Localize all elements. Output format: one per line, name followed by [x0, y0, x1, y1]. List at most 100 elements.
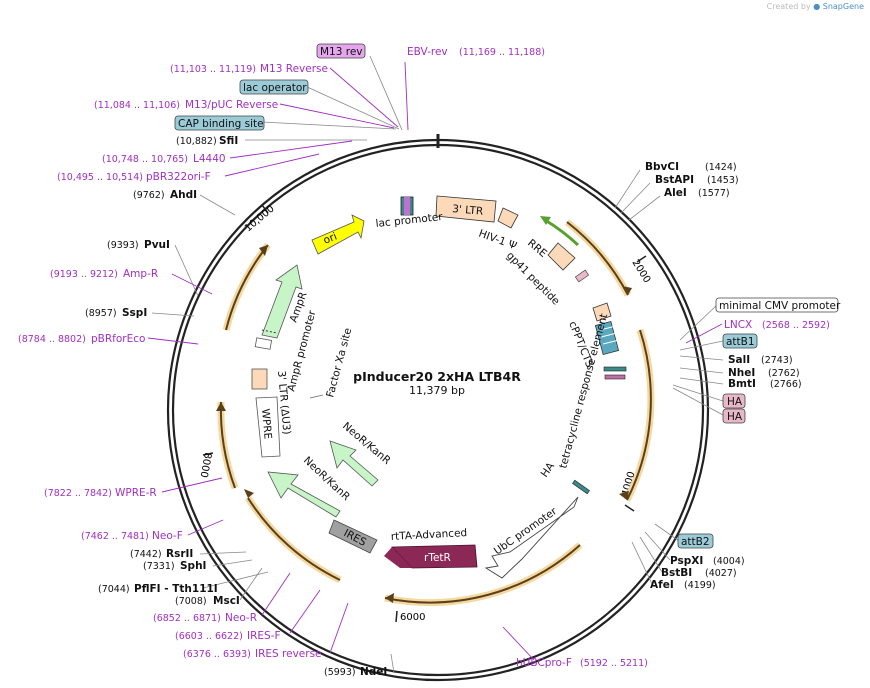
- primer-label: Neo-F: [152, 530, 183, 542]
- site-position: (7331): [143, 561, 175, 572]
- site-position: (9393): [107, 240, 139, 251]
- box-label-cap-binding-site: CAP binding site: [174, 115, 265, 131]
- primer-label: hUBCpro-F: [516, 657, 572, 669]
- tick-label: 6000: [400, 612, 425, 623]
- plasmid-size: 11,379 bp: [409, 384, 465, 397]
- primer-label: Neo-R: [225, 612, 257, 624]
- site-label: MscI: [213, 595, 240, 607]
- primer-label: M13 Reverse: [260, 63, 328, 75]
- site-position: (9762): [133, 190, 165, 201]
- svg-text:M13 rev: M13 rev: [320, 46, 363, 58]
- feature-label: RRE: [525, 237, 549, 260]
- site-position: (10,882): [176, 136, 217, 147]
- primer-position: (6852 .. 6871): [153, 613, 221, 624]
- credit-brand: SnapGene: [822, 2, 864, 11]
- site-label: PspXI: [670, 555, 703, 567]
- site-label: SspI: [122, 307, 147, 319]
- credit-prefix: Created by: [766, 2, 811, 11]
- site-label: BmtI: [728, 378, 756, 390]
- svg-text:HA: HA: [727, 396, 743, 408]
- feature-label: WPRE: [259, 408, 274, 440]
- site-label: RsrII: [166, 548, 193, 560]
- snapgene-logo-icon: ●: [813, 2, 821, 11]
- site-label: SfiI: [219, 135, 238, 147]
- box-leaders: [261, 55, 724, 542]
- svg-text:CAP binding site: CAP binding site: [178, 118, 264, 130]
- primer-position: (6376 .. 6393): [183, 649, 251, 660]
- site-label: NdeI: [360, 666, 387, 678]
- svg-text:attB1: attB1: [726, 336, 755, 348]
- primer-position: (11,084 .. 11,106): [94, 100, 180, 111]
- site-label: BstBI: [661, 567, 692, 579]
- primer-label: IRES-F: [247, 630, 281, 642]
- site-position: (7044): [98, 584, 130, 595]
- site-position: (1453): [707, 175, 739, 186]
- site-position: (7442): [130, 549, 162, 560]
- feature-label: rTetR: [424, 552, 451, 564]
- box-label-attb2: attB2: [677, 533, 714, 549]
- primer-position: (10,748 .. 10,765): [102, 154, 188, 165]
- feature-label: Factor Xa site: [324, 327, 354, 399]
- site-label: NheI: [728, 367, 755, 379]
- box-label-attb1: attB1: [722, 333, 758, 349]
- site-label: PvuI: [144, 239, 170, 251]
- box-label-minimal-cmv-promoter: minimal CMV promoter: [715, 297, 841, 313]
- site-label: AfeI: [650, 579, 674, 591]
- primer-label: EBV-rev: [407, 46, 448, 58]
- site-position: (8957): [85, 308, 117, 319]
- site-position: (1577): [698, 188, 730, 199]
- orf-arrowheads: [216, 245, 632, 603]
- site-label: AhdI: [170, 189, 197, 201]
- site-position: (2766): [770, 379, 802, 390]
- primer-position: (7822 .. 7842): [44, 488, 112, 499]
- svg-text:minimal CMV promoter: minimal CMV promoter: [719, 300, 841, 312]
- primer-label: pBR322ori-F: [146, 171, 211, 183]
- primer-position: (5192 .. 5211): [580, 658, 648, 669]
- primer-position: (9193 .. 9212): [50, 269, 118, 280]
- box-label-ha-1: HA: [722, 393, 746, 409]
- site-label: PflFI - Tth111I: [134, 583, 218, 595]
- site-position: (2762): [768, 368, 800, 379]
- primer-position: (2568 .. 2592): [762, 320, 830, 331]
- tick-label: 8000: [198, 451, 213, 478]
- primer-position: (10,495 .. 10,514): [57, 172, 143, 183]
- primer-label: Amp-R: [123, 268, 158, 280]
- primer-position: (11,169 .. 11,188): [459, 47, 545, 58]
- site-label: BstAPI: [655, 174, 694, 186]
- site-position: (2743): [761, 355, 793, 366]
- primer-position: (7462 .. 7481): [81, 531, 149, 542]
- inner-features: [251, 195, 627, 579]
- feature-label: rtTA-Advanced: [391, 527, 468, 543]
- site-position: (7008): [175, 596, 207, 607]
- primer-label: IRES reverse: [255, 648, 322, 660]
- feature-label: 3' LTR (ΔU3): [275, 370, 293, 435]
- primer-label: pBRforEco: [91, 333, 145, 345]
- site-label: SalI: [728, 354, 750, 366]
- primer-label: M13/pUC Reverse: [185, 99, 278, 111]
- svg-text:HA: HA: [727, 411, 743, 423]
- box-label-lac-operator: lac operator: [239, 79, 309, 95]
- site-position: (4004): [713, 556, 745, 567]
- site-label: BbvCI: [645, 161, 679, 173]
- svg-text:attB2: attB2: [681, 536, 710, 548]
- primer-label: LNCX: [724, 319, 752, 331]
- credit: Created by ● SnapGene: [767, 2, 864, 11]
- feature-label: 3' LTR: [452, 203, 484, 218]
- primer-position: (8784 .. 8802): [18, 334, 86, 345]
- tick-label: 2000: [629, 258, 652, 285]
- box-label-ha-2: HA: [722, 408, 746, 424]
- svg-text:lac operator: lac operator: [243, 82, 307, 94]
- tick-marks: [202, 204, 647, 623]
- primer-label: L4440: [193, 153, 226, 165]
- green-feature-arrowhead: [540, 216, 551, 225]
- feature-label: lac promoter: [375, 211, 444, 230]
- site-position: (4027): [705, 568, 737, 579]
- site-label: SphI: [180, 560, 206, 572]
- feature-label: HA: [539, 460, 558, 480]
- plasmid-name: pInducer20 2xHA LTB4R: [353, 369, 521, 384]
- site-leaders: [151, 139, 724, 674]
- primer-label: WPRE-R: [115, 487, 157, 499]
- primer-position: (6603 .. 6622): [175, 631, 243, 642]
- site-position: (1424): [705, 162, 737, 173]
